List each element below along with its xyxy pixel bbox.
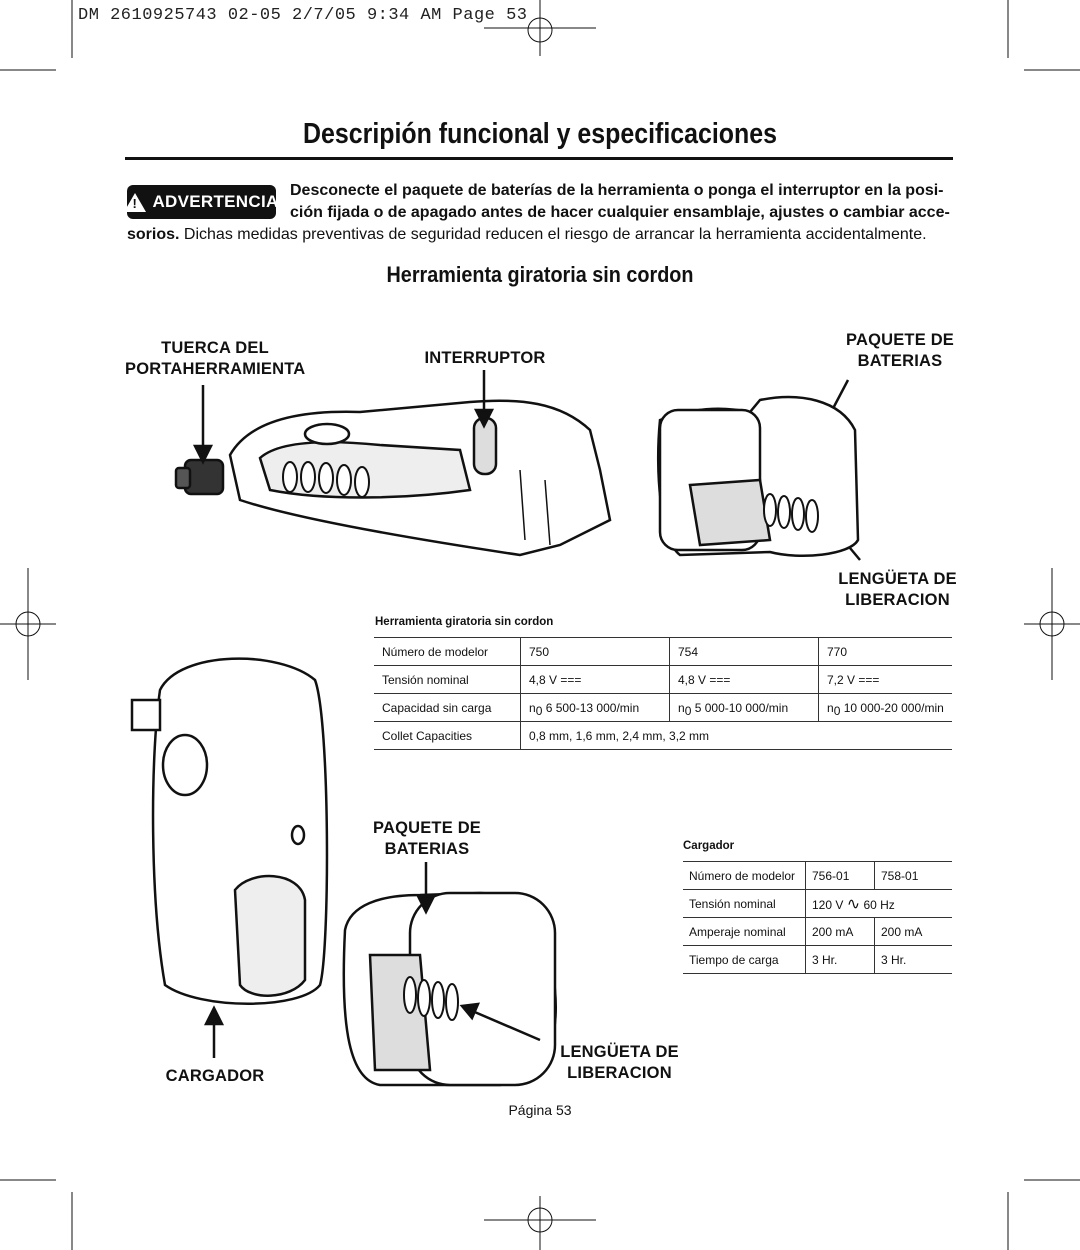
- dc-symbol-icon: ===: [709, 672, 731, 687]
- table-row: Tiempo de carga 3 Hr. 3 Hr.: [683, 945, 952, 974]
- print-header: DM 2610925743 02-05 2/7/05 9:34 AM Page …: [78, 6, 528, 25]
- warning-icon: !: [124, 192, 147, 212]
- charger-frequency: 60 Hz: [863, 897, 895, 912]
- battery-pack-top-drawing: [656, 395, 860, 558]
- table-cell: n0 6 500-13 000/min: [520, 693, 670, 722]
- battery-bottom-arrows: [415, 862, 541, 1042]
- label-paquete-top-line2: BATERIAS: [857, 352, 943, 370]
- table-cell: 770: [818, 637, 952, 666]
- charger-table-caption: Cargador: [683, 840, 735, 852]
- label-tuerca-line1: TUERCA DEL: [161, 339, 269, 357]
- warning-line-2: ción fijada o de apagado antes de hacer …: [290, 204, 950, 221]
- warning-line-3-bold: sorios.: [127, 226, 180, 243]
- table-cell: Capacidad sin carga: [374, 693, 521, 722]
- label-paquete-bottom: PAQUETE DE BATERIAS: [362, 818, 492, 860]
- voltage-value: 7,2 V: [827, 672, 856, 687]
- table-cell: 200 mA: [874, 917, 952, 946]
- tool-table-caption: Herramienta giratoria sin cordon: [375, 616, 554, 628]
- label-lengueta-top-line1: LENGÜETA DE: [838, 570, 957, 588]
- speed-value: 5 000-10 000/min: [694, 700, 789, 715]
- rotary-tool-drawing: [174, 399, 612, 557]
- table-cell: 4,8 V ===: [520, 665, 670, 694]
- label-tuerca-line2: PORTAHERRAMIENTA: [125, 360, 306, 378]
- speed-symbol: n: [827, 700, 834, 715]
- table-cell: 0,8 mm, 1,6 mm, 2,4 mm, 3,2 mm: [520, 721, 952, 750]
- label-lengueta-bottom: LENGÜETA DE LIBERACION: [552, 1042, 687, 1084]
- table-cell: Collet Capacities: [374, 721, 521, 750]
- table-row: Número de modelor 750 754 770: [374, 637, 952, 666]
- table-cell: Tiempo de carga: [683, 945, 806, 974]
- ac-symbol-icon: ∿: [846, 895, 861, 913]
- table-cell: Número de modelor: [374, 637, 521, 666]
- label-cargador: CARGADOR: [165, 1067, 265, 1085]
- table-cell: n0 10 000-20 000/min: [818, 693, 952, 722]
- table-cell: n0 5 000-10 000/min: [669, 693, 819, 722]
- warning-line-3: sorios. Dichas medidas preventivas de se…: [127, 224, 957, 246]
- table-cell: Amperaje nominal: [683, 917, 806, 946]
- tool-spec-table: Número de modelor 750 754 770 Tensión no…: [374, 637, 952, 750]
- dc-symbol-icon: ===: [560, 672, 582, 687]
- table-cell: 754: [669, 637, 819, 666]
- page-title: Descripión funcional y especificaciones: [302, 118, 778, 150]
- speed-subscript: 0: [684, 703, 692, 718]
- label-lengueta-bottom-line2: LIBERACION: [567, 1064, 672, 1082]
- warning-line-1: Desconecte el paquete de baterías de la …: [290, 182, 944, 199]
- speed-value: 6 500-13 000/min: [545, 700, 640, 715]
- label-paquete-bottom-line2: BATERIAS: [384, 840, 470, 858]
- table-row: Tensión nominal 4,8 V === 4,8 V === 7,2 …: [374, 665, 952, 694]
- speed-subscript: 0: [833, 703, 841, 718]
- speed-symbol: n: [678, 700, 685, 715]
- table-row: Amperaje nominal 200 mA 200 mA: [683, 917, 952, 946]
- table-row: Número de modelor 756-01 758-01: [683, 861, 952, 890]
- table-cell: 3 Hr.: [805, 945, 875, 974]
- table-cell: 3 Hr.: [874, 945, 952, 974]
- charger-arrow: [203, 1005, 225, 1058]
- charger-spec-table: Número de modelor 756-01 758-01 Tensión …: [683, 861, 952, 974]
- charger-drawing: [130, 657, 329, 1005]
- voltage-value: 4,8 V: [678, 672, 707, 687]
- label-interruptor: INTERRUPTOR: [424, 349, 546, 367]
- table-cell: 7,2 V ===: [818, 665, 952, 694]
- label-tuerca: TUERCA DEL PORTAHERRAMIENTA: [125, 338, 305, 380]
- title-divider: [125, 157, 953, 160]
- label-paquete-bottom-line1: PAQUETE DE: [372, 819, 482, 837]
- table-row: Collet Capacities 0,8 mm, 1,6 mm, 2,4 mm…: [374, 721, 952, 750]
- table-cell: 756-01: [805, 861, 875, 890]
- warning-badge: ! ADVERTENCIA: [124, 185, 279, 219]
- table-row: Capacidad sin carga n0 6 500-13 000/min …: [374, 693, 952, 722]
- warning-badge-label: ADVERTENCIA: [152, 192, 279, 211]
- table-cell: Tensión nominal: [374, 665, 521, 694]
- table-cell: 750: [520, 637, 670, 666]
- label-lengueta-top: LENGÜETA DE LIBERACION: [830, 569, 965, 611]
- warning-line-3-rest: Dichas medidas preventivas de seguridad …: [179, 226, 927, 243]
- voltage-value: 4,8 V: [529, 672, 558, 687]
- speed-subscript: 0: [535, 703, 543, 718]
- label-lengueta-bottom-line1: LENGÜETA DE: [560, 1043, 679, 1061]
- table-cell: Tensión nominal: [683, 889, 806, 918]
- table-cell: 758-01: [874, 861, 952, 890]
- page-number: Página 53: [508, 1102, 572, 1118]
- speed-symbol: n: [529, 700, 536, 715]
- charger-voltage: 120 V: [812, 897, 844, 912]
- table-cell: 4,8 V ===: [669, 665, 819, 694]
- label-paquete-top: PAQUETE DE BATERIAS: [835, 330, 965, 372]
- label-lengueta-top-line2: LIBERACION: [845, 591, 950, 609]
- table-cell: 200 mA: [805, 917, 875, 946]
- label-paquete-top-line1: PAQUETE DE: [845, 331, 955, 349]
- speed-value: 10 000-20 000/min: [843, 700, 944, 715]
- battery-pack-bottom-drawing: [342, 891, 557, 1087]
- table-cell: 120 V ∿ 60 Hz: [805, 889, 952, 918]
- dc-symbol-icon: ===: [858, 672, 880, 687]
- table-cell: Número de modelor: [683, 861, 806, 890]
- table-row: Tensión nominal 120 V ∿ 60 Hz: [683, 889, 952, 918]
- section-subtitle: Herramienta giratoria sin cordon: [386, 262, 694, 287]
